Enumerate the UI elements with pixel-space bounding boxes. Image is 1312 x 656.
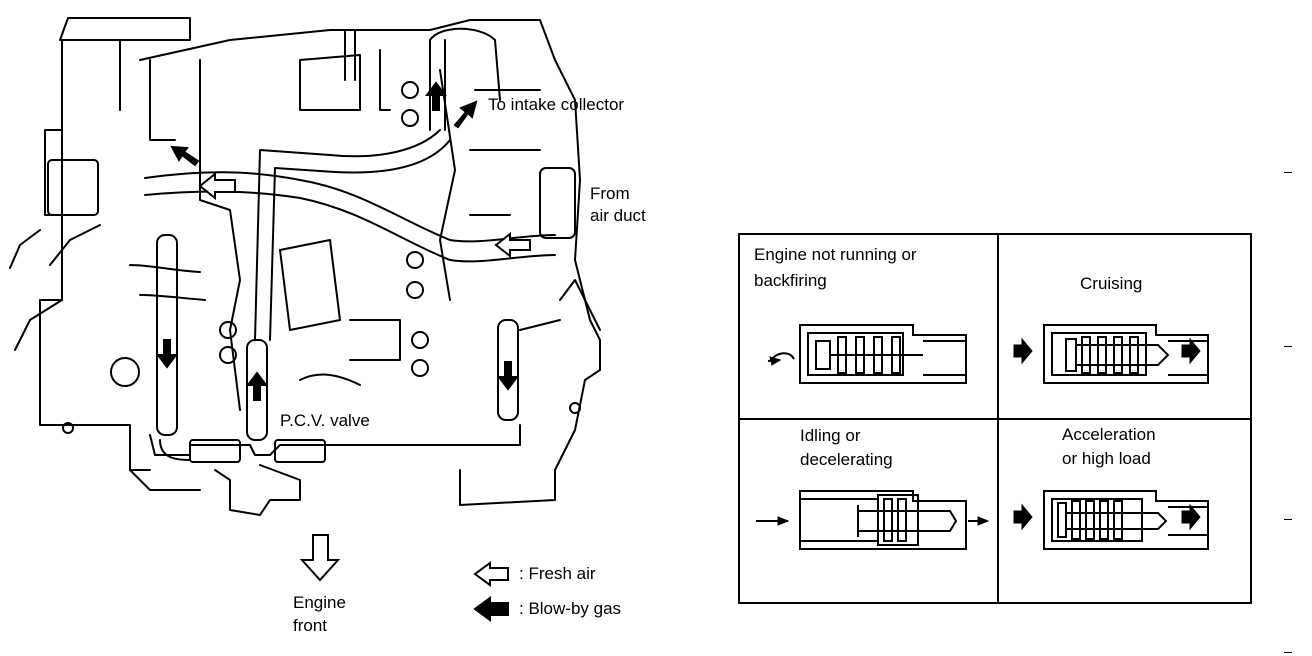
from-air-duct-label-line1: From	[590, 184, 630, 203]
to-intake-collector-label: To intake collector	[488, 95, 625, 114]
state-idling-line2: decelerating	[800, 450, 893, 469]
edge-tick	[1284, 172, 1292, 173]
state-idling-line1: Idling or	[800, 426, 861, 445]
edge-tick	[1284, 519, 1292, 520]
engine-front-label-line1: Engine	[293, 593, 346, 612]
from-air-duct-label-line2: air duct	[590, 206, 646, 225]
state-engine-not-running-line1: Engine not running or	[754, 245, 917, 264]
valve-state-drawings	[738, 233, 1252, 604]
state-acceleration-line1: Acceleration	[1062, 425, 1156, 444]
edge-tick	[1284, 652, 1292, 653]
engine-front-label-line2: front	[293, 616, 328, 635]
state-cruising: Cruising	[1080, 274, 1143, 293]
pcv-valve-label: P.C.V. valve	[280, 411, 370, 430]
state-engine-not-running-line2: backfiring	[754, 271, 827, 290]
edge-tick	[1284, 346, 1292, 347]
engine-pcv-diagram	[9, 17, 601, 622]
legend-blowby-gas-label: : Blow-by gas	[519, 599, 622, 618]
pcv-valve-states-table: Engine not running or backfiring Cruisin…	[738, 233, 1252, 604]
legend-fresh-air-label: : Fresh air	[519, 564, 596, 583]
state-acceleration-line2: or high load	[1062, 449, 1151, 468]
